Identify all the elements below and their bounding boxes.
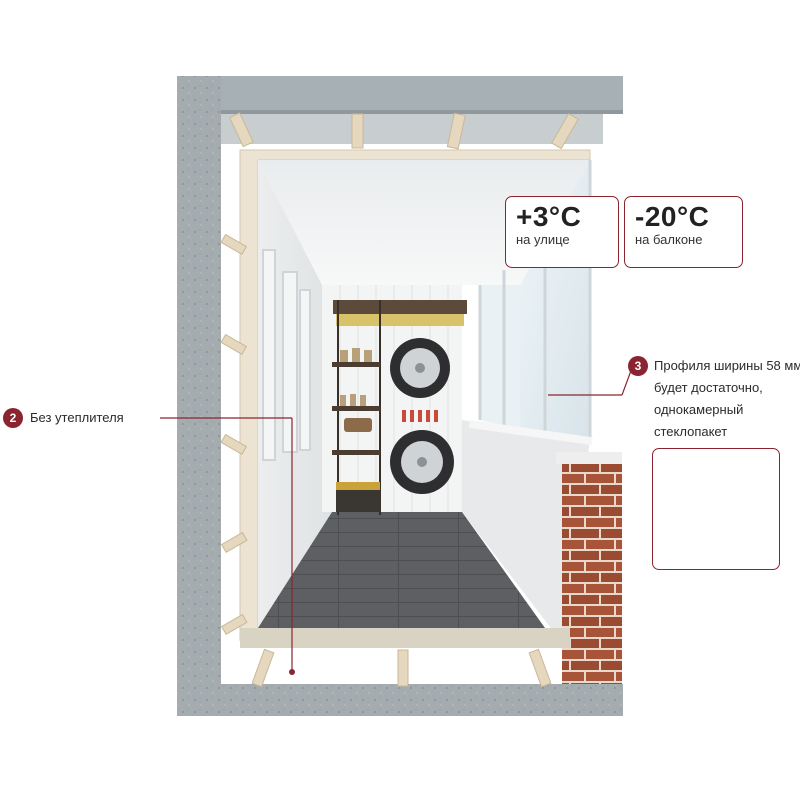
bottom-slab — [177, 684, 623, 716]
glass-unit-card — [652, 448, 780, 570]
callout-3-marker: 3 — [628, 356, 648, 376]
balcony-temperature-label: на балконе — [635, 232, 703, 247]
left-concrete-wall — [177, 76, 221, 716]
callout-3-text: Профиля ширины 58 мм будет достаточно, о… — [654, 355, 800, 443]
balcony-temperature-card: -20°C на балконе — [624, 196, 743, 268]
callout-3-line-3: однокамерный — [654, 402, 744, 417]
floor — [258, 512, 545, 628]
outside-temperature-card: +3°C на улице — [505, 196, 619, 268]
brick-parapet — [562, 462, 622, 684]
callout-3-line-4: стеклопакет — [654, 424, 728, 439]
callout-3-line-2: будет достаточно, — [654, 380, 763, 395]
tyre-lower — [390, 430, 454, 494]
tyre-upper — [390, 338, 450, 398]
callout-3-line-1: Профиля ширины 58 мм — [654, 358, 800, 373]
storage-shelf — [332, 300, 467, 515]
callout-2-marker: 2 — [3, 408, 23, 428]
outside-temperature-label: на улице — [516, 232, 570, 247]
outside-temperature-value: +3°C — [516, 201, 582, 232]
top-slab — [177, 76, 623, 112]
balcony-temperature-value: -20°C — [635, 201, 710, 232]
callout-2-text: Без утеплителя — [30, 410, 124, 425]
